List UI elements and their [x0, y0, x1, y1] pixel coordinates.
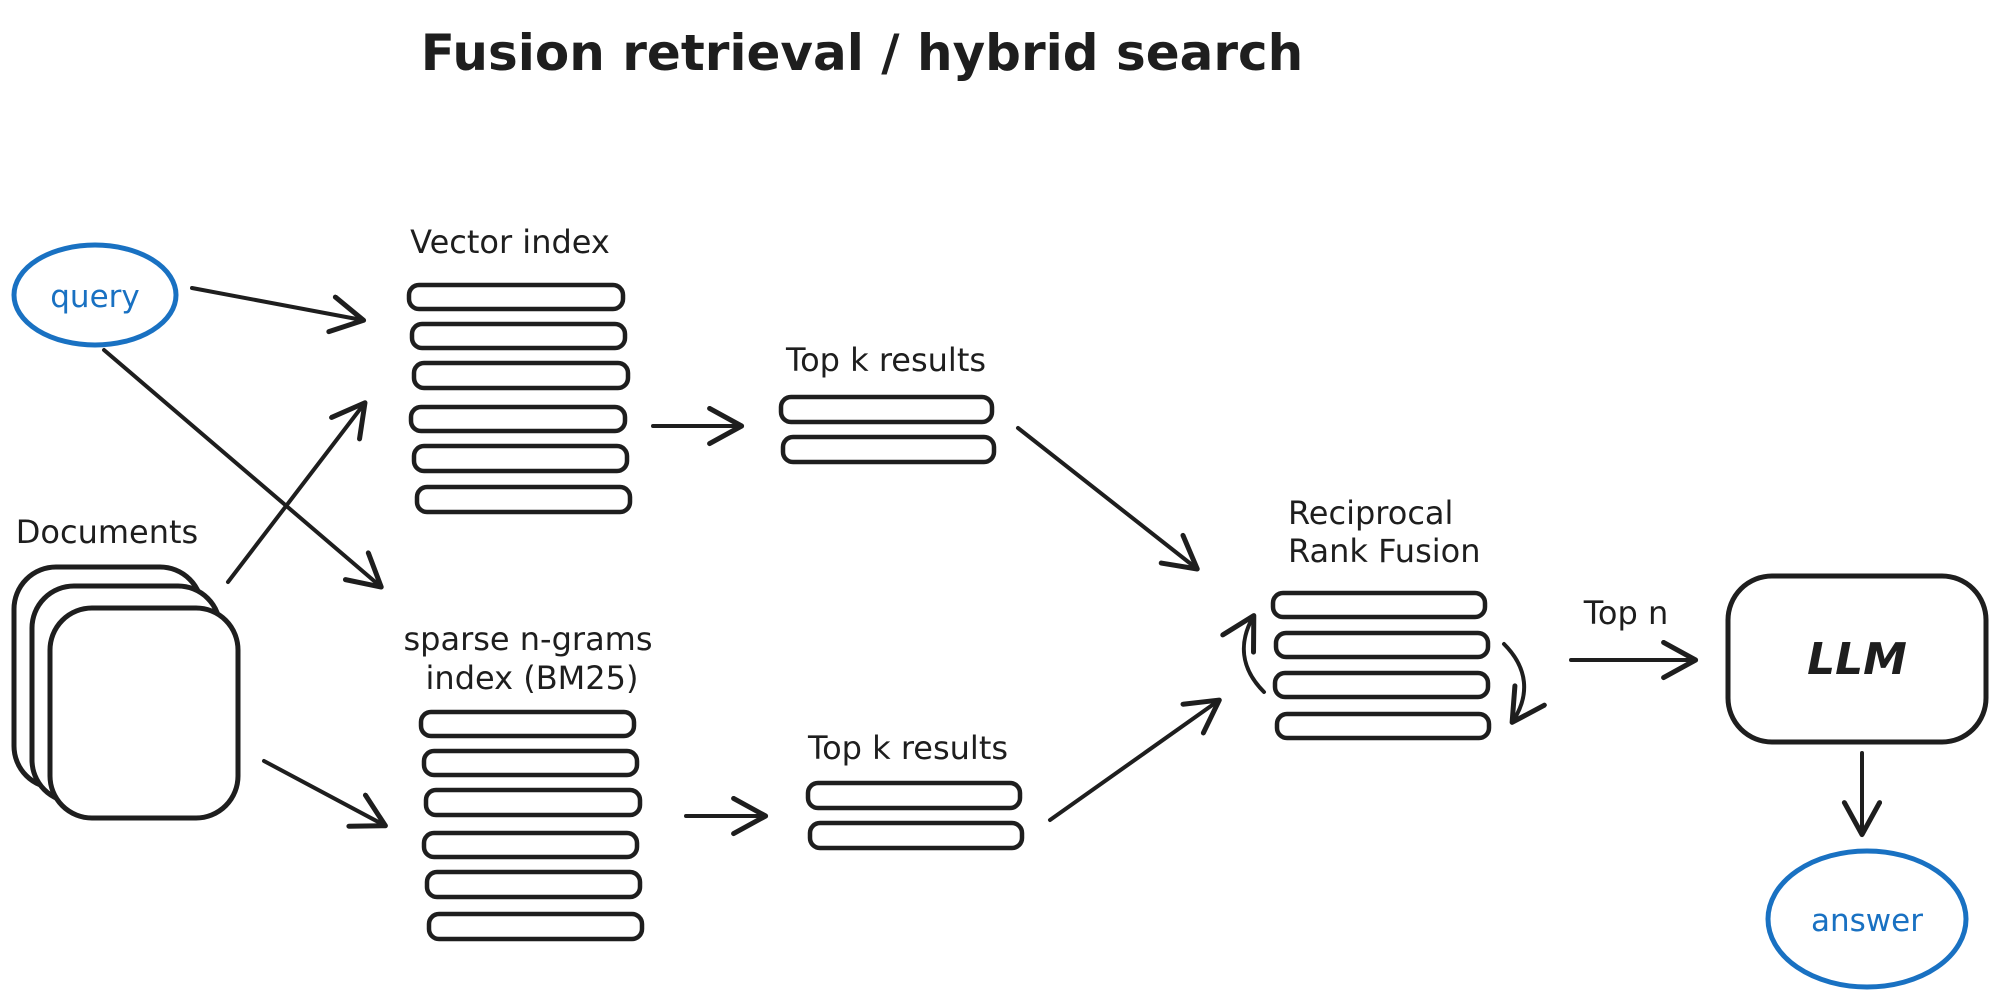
result-row-bar — [807, 820, 1025, 851]
documents-node: Documents — [11, 513, 241, 821]
rrf-node: Reciprocal Rank Fusion — [1244, 494, 1524, 741]
sparse-index-label-line2: index (BM25) — [426, 659, 639, 697]
answer-ellipse — [1765, 848, 1969, 990]
edge-rrf-to-llm: Top n — [1569, 594, 1694, 660]
index-row-bar — [408, 404, 628, 434]
cycle-arrow-down-icon — [1502, 642, 1524, 721]
arrow-query-to-sparse-index — [102, 348, 380, 586]
vector-index-label: Vector index — [410, 223, 610, 261]
index-row-bar — [414, 484, 633, 515]
index-row-bar — [426, 911, 645, 942]
sparse-index-label-line1: sparse n-grams — [403, 620, 652, 658]
index-row-bar — [411, 360, 631, 391]
sparse-index-node: sparse n-grams index (BM25) — [403, 620, 653, 942]
index-row-bar — [409, 321, 628, 351]
documents-label: Documents — [16, 513, 198, 551]
arrow-top-k-sparse-to-rrf — [1048, 701, 1218, 822]
query-node: query — [11, 242, 179, 348]
top-k-results-sparse-label: Top k results — [807, 729, 1008, 767]
top-k-results-sparse-node: Top k results — [805, 729, 1025, 851]
answer-node: answer — [1765, 848, 1969, 990]
llm-label: LLM — [1807, 634, 1907, 685]
diagram-title: Fusion retrieval / hybrid search — [421, 24, 1304, 82]
query-label: query — [50, 279, 140, 315]
result-row-bar — [778, 394, 995, 425]
arrow-top-k-vector-to-rrf — [1016, 426, 1196, 568]
llm-box — [1725, 573, 1989, 745]
index-row-bar — [418, 709, 637, 739]
arrow-documents-to-sparse-index — [262, 759, 384, 825]
index-row-bar — [423, 787, 643, 818]
index-row-bar — [406, 282, 626, 312]
llm-node: LLM — [1725, 573, 1989, 745]
answer-label: answer — [1811, 903, 1923, 939]
top-n-edge-label: Top n — [1583, 594, 1668, 632]
index-row-bar — [421, 748, 640, 778]
arrow-query-to-vector-index — [190, 286, 362, 320]
result-row-bar — [805, 780, 1023, 811]
fused-row-bar — [1273, 630, 1491, 660]
index-row-bar — [421, 830, 640, 860]
query-ellipse — [11, 242, 179, 348]
cycle-arrow-up-icon — [1244, 617, 1266, 694]
vector-index-node: Vector index — [406, 223, 633, 515]
rrf-label-line1: Reciprocal — [1288, 494, 1453, 532]
arrow-documents-to-vector-index — [226, 404, 364, 584]
top-k-results-vector-node: Top k results — [778, 341, 997, 465]
index-row-bar — [411, 443, 630, 474]
rrf-label-line2: Rank Fusion — [1288, 532, 1480, 570]
result-row-bar — [780, 434, 997, 465]
index-row-bar — [424, 869, 643, 900]
document-page-icon — [47, 605, 241, 821]
fused-row-bar — [1274, 711, 1492, 741]
fused-row-bar — [1270, 590, 1488, 620]
top-k-results-vector-label: Top k results — [785, 341, 986, 379]
fused-row-bar — [1272, 670, 1491, 700]
